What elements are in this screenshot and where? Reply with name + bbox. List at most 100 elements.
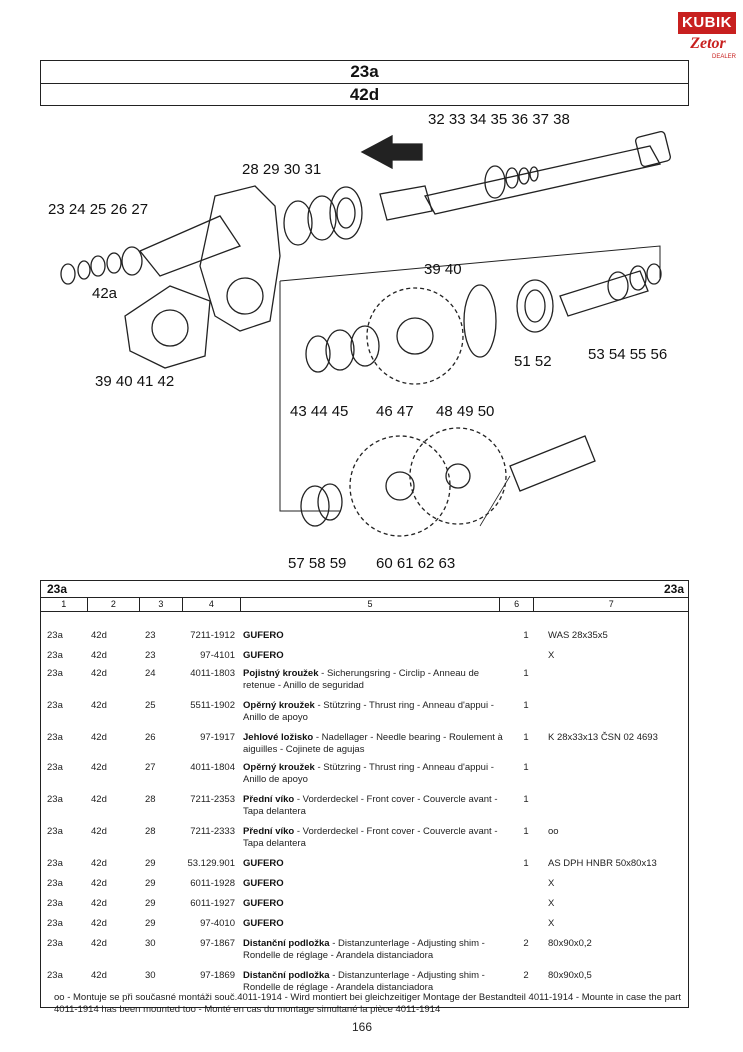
cell-description: Pojistný kroužek - Sicherungsring - Circ… xyxy=(243,668,505,692)
table-title-bar: 23a 23a xyxy=(41,581,688,598)
cell-note: AS DPH HNBR 50x80x13 xyxy=(548,858,657,869)
cell-group: 23a xyxy=(47,970,63,981)
cell-position: 30 xyxy=(145,938,156,949)
cell-note: X xyxy=(548,878,555,889)
description-name: GUFERO xyxy=(243,650,284,661)
cell-position: 28 xyxy=(145,826,156,837)
diagram-label-39-40-top: 39 40 xyxy=(424,261,462,278)
cell-quantity: 1 xyxy=(523,630,529,641)
description-translations: - Stützring - Thrust ring - Anneau d'app… xyxy=(243,700,494,723)
cell-part-number: 4011-1803 xyxy=(190,668,235,679)
diagram-label-53-56: 53 54 55 56 xyxy=(588,346,667,363)
cell-subgroup: 42d xyxy=(91,668,107,679)
cell-subgroup: 42d xyxy=(91,700,107,711)
cell-part-number: 4011-1804 xyxy=(190,762,235,773)
cell-description: GUFERO xyxy=(243,918,505,930)
cell-subgroup: 42d xyxy=(91,650,107,661)
cell-subgroup: 42d xyxy=(91,878,107,889)
cell-note: oo xyxy=(548,826,559,837)
cell-group: 23a xyxy=(47,898,63,909)
description-name: Přední víko xyxy=(243,794,295,805)
subgroup-code: 42d xyxy=(41,83,688,106)
cell-group: 23a xyxy=(47,858,63,869)
cell-quantity: 1 xyxy=(523,668,529,679)
cell-note: 80x90x0,5 xyxy=(548,970,592,981)
cell-part-number: 7211-2353 xyxy=(190,794,235,805)
cell-description: GUFERO xyxy=(243,898,505,910)
description-name: Distanční podložka xyxy=(243,938,330,949)
cell-part-number: 97-1917 xyxy=(200,732,235,743)
description-name: Opěrný kroužek xyxy=(243,700,315,711)
description-name: Přední víko xyxy=(243,826,295,837)
cell-description: Jehlové ložisko - Nadellager - Needle be… xyxy=(243,732,505,756)
cell-part-number: 97-4010 xyxy=(200,918,235,929)
cell-note: K 28x33x13 ČSN 02 4693 xyxy=(548,732,658,743)
description-name: Distanční podložka xyxy=(243,970,330,981)
exploded-parts-diagram: 32 33 34 35 36 37 38 28 29 30 31 23 24 2… xyxy=(48,111,671,572)
page-number: 166 xyxy=(352,1020,373,1034)
diagram-label-43-45: 43 44 45 xyxy=(290,403,348,420)
logo-zetor: Zetor xyxy=(690,35,726,52)
col-header-7: 7 xyxy=(608,599,614,609)
diagram-label-57-59: 57 58 59 xyxy=(288,555,346,572)
diagram-label-42a: 42a xyxy=(92,285,118,302)
cell-description: GUFERO xyxy=(243,630,505,642)
description-translations: - Vorderdeckel - Front cover - Couvercle… xyxy=(243,794,498,817)
cell-position: 27 xyxy=(145,762,156,773)
cell-group: 23a xyxy=(47,794,63,805)
diagram-label-32-38: 32 33 34 35 36 37 38 xyxy=(428,111,570,128)
description-name: GUFERO xyxy=(243,858,284,869)
col-header-4: 4 xyxy=(183,598,242,611)
cell-group: 23a xyxy=(47,938,63,949)
cell-note: X xyxy=(548,650,555,661)
cell-description: Distanční podložka - Distanzunterlage - … xyxy=(243,938,505,962)
diagram-label-39-42: 39 40 41 42 xyxy=(95,373,174,390)
cell-quantity: 1 xyxy=(523,826,529,837)
cell-subgroup: 42d xyxy=(91,630,107,641)
diagram-label-48-50: 48 49 50 xyxy=(436,403,494,420)
description-name: Pojistný kroužek xyxy=(243,668,319,679)
description-name: Jehlové ložisko xyxy=(243,732,314,743)
col-header-1: 1 xyxy=(41,598,88,611)
col-header-3: 3 xyxy=(140,598,183,611)
cell-note: X xyxy=(548,918,555,929)
cell-subgroup: 42d xyxy=(91,826,107,837)
group-code: 23a xyxy=(350,62,379,81)
col-header-5: 5 xyxy=(241,598,500,611)
cell-group: 23a xyxy=(47,700,63,711)
cell-subgroup: 42d xyxy=(91,858,107,869)
cell-description: Přední víko - Vorderdeckel - Front cover… xyxy=(243,794,505,818)
cell-part-number: 53.129.901 xyxy=(187,858,235,869)
cell-position: 29 xyxy=(145,898,156,909)
cell-note: WAS 28x35x5 xyxy=(548,630,608,641)
diagram-label-51-52: 51 52 xyxy=(514,353,552,370)
section-header: 23a 42d xyxy=(40,60,689,106)
footnote: oo - Montuje se při současné montáži sou… xyxy=(54,992,681,1015)
col-header-2: 2 xyxy=(88,598,141,611)
cell-part-number: 7211-2333 xyxy=(190,826,235,837)
cell-part-number: 97-1867 xyxy=(200,938,235,949)
direction-arrow-icon xyxy=(360,134,423,170)
diagram-label-28-31: 28 29 30 31 xyxy=(242,161,321,178)
cell-quantity: 2 xyxy=(523,970,529,981)
table-title-right: 23a xyxy=(663,582,684,596)
cell-note: 80x90x0,2 xyxy=(548,938,592,949)
cell-position: 29 xyxy=(145,858,156,869)
cell-group: 23a xyxy=(47,878,63,889)
logo-dealer: DEALER xyxy=(711,54,736,60)
cell-subgroup: 42d xyxy=(91,732,107,743)
description-translations: - Nadellager - Needle bearing - Roulemen… xyxy=(243,732,503,755)
description-translations: - Vorderdeckel - Front cover - Couvercle… xyxy=(243,826,498,849)
cell-position: 28 xyxy=(145,794,156,805)
diagram-label-23-27: 23 24 25 26 27 xyxy=(48,201,148,218)
description-name: GUFERO xyxy=(243,918,284,929)
cell-subgroup: 42d xyxy=(91,794,107,805)
cell-description: Distanční podložka - Distanzunterlage - … xyxy=(243,970,505,994)
cell-description: GUFERO xyxy=(243,878,505,890)
cell-subgroup: 42d xyxy=(91,918,107,929)
description-name: GUFERO xyxy=(243,898,284,909)
cell-position: 29 xyxy=(145,918,156,929)
cell-subgroup: 42d xyxy=(91,762,107,773)
cell-part-number: 6011-1927 xyxy=(190,898,235,909)
